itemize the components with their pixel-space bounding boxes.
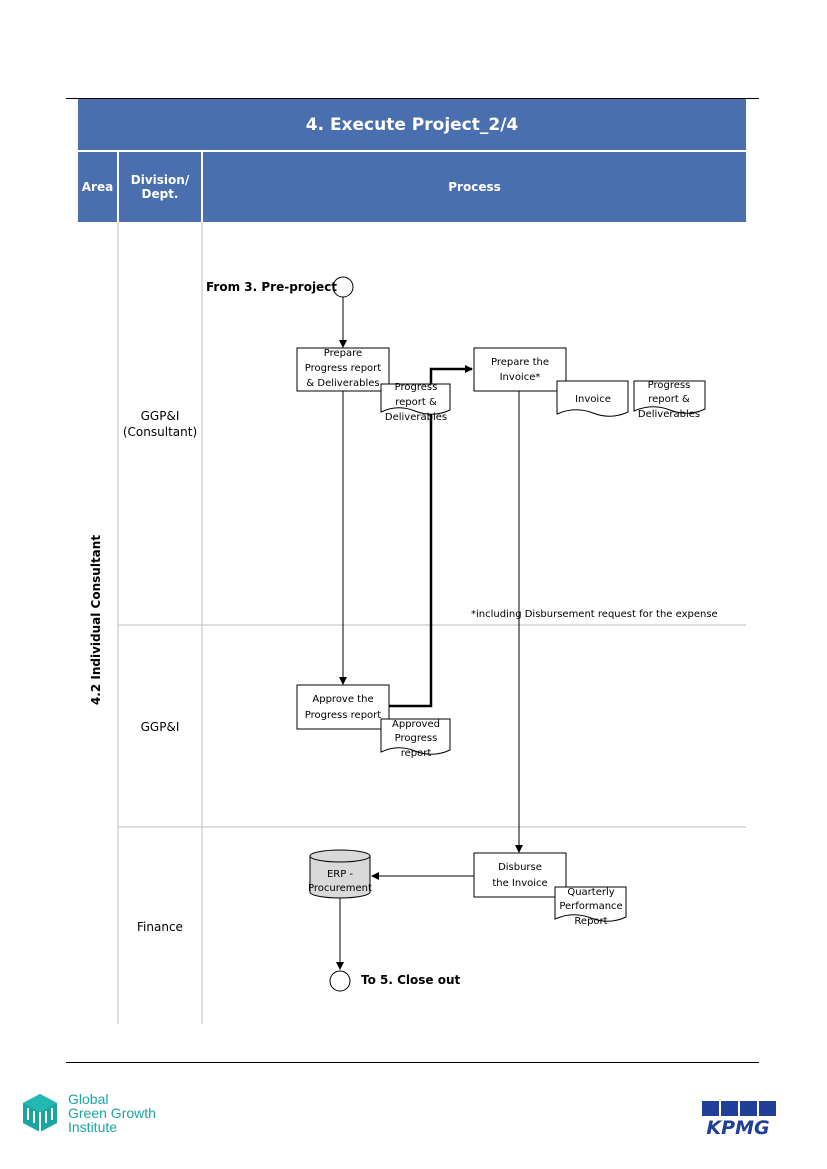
- svg-text:Prepare: Prepare: [324, 348, 362, 359]
- ggg-line3: Institute: [68, 1119, 118, 1135]
- arrow-approve-to-invoice: [389, 365, 473, 708]
- doc-progress-deliverables-2: Progress report & Deliverables: [633, 380, 706, 420]
- ggg-logo: Global Green Growth Institute: [20, 1092, 156, 1134]
- header-area: Area: [78, 152, 117, 222]
- svg-text:Report: Report: [574, 916, 607, 927]
- svg-text:KPMG: KPMG: [706, 1117, 769, 1137]
- svg-text:Approved: Approved: [392, 719, 440, 730]
- svg-text:Deliverables: Deliverables: [638, 409, 700, 420]
- doc-quarterly-report: Quarterly Performance Report: [554, 886, 627, 927]
- start-event: [332, 276, 354, 298]
- svg-text:Progress: Progress: [395, 382, 438, 393]
- doc-invoice: Invoice: [556, 380, 629, 417]
- svg-text:ERP -: ERP -: [327, 869, 353, 880]
- end-label: To 5. Close out: [361, 973, 461, 987]
- svg-text:Invoice*: Invoice*: [500, 372, 541, 383]
- task-prepare-invoice: Prepare the Invoice*: [473, 347, 567, 392]
- task-approve-progress-report: Approve the Progress report: [296, 684, 390, 730]
- page-title: 4. Execute Project_2/4: [78, 99, 746, 150]
- svg-text:Quarterly: Quarterly: [567, 887, 614, 898]
- connectors: [336, 297, 523, 970]
- doc-approved-progress-report: Approved Progress report: [380, 718, 451, 759]
- task-disburse-invoice: Disburse the Invoice: [473, 852, 567, 898]
- doc-progress-deliverables: Progress report & Deliverables: [380, 382, 451, 423]
- header-division: Division/ Dept.: [119, 152, 201, 222]
- lane-consultant-line2: (Consultant): [122, 425, 198, 439]
- ggg-wordmark: Global Green Growth Institute: [68, 1092, 156, 1134]
- kpmg-logo: KPMG: [702, 1101, 776, 1137]
- svg-text:Procurement: Procurement: [308, 883, 372, 894]
- bottom-rule: [66, 1062, 759, 1063]
- lane-finance-label: Finance: [119, 919, 201, 935]
- ggg-cube-icon: [23, 1094, 57, 1132]
- svg-text:Progress report: Progress report: [305, 710, 381, 721]
- task-prepare-progress-report: Prepare Progress report & Deliverables: [296, 347, 390, 392]
- start-label: From 3. Pre-project: [206, 280, 337, 294]
- end-event: [329, 970, 351, 992]
- ggg-line2: Green Growth: [68, 1105, 156, 1121]
- lane-consultant-line1: GGP&I: [140, 409, 180, 423]
- svg-text:Progress: Progress: [648, 380, 691, 391]
- svg-text:Deliverables: Deliverables: [385, 412, 447, 423]
- svg-text:Prepare the: Prepare the: [491, 357, 549, 368]
- lane-ggpi-label: GGP&I: [119, 719, 201, 735]
- svg-text:Progress: Progress: [395, 733, 438, 744]
- svg-text:& Deliverables: & Deliverables: [306, 378, 379, 389]
- svg-text:report: report: [401, 748, 432, 759]
- svg-text:Progress report: Progress report: [305, 363, 381, 374]
- svg-text:Invoice: Invoice: [575, 394, 611, 405]
- erp-database-icon: ERP - Procurement: [308, 849, 372, 899]
- lane-consultant-label: GGP&I (Consultant): [119, 408, 201, 440]
- svg-text:report &: report &: [395, 397, 437, 408]
- ggg-line1: Global: [68, 1091, 109, 1107]
- lane-finance-line1: Finance: [137, 920, 183, 934]
- header-division-line1: Division/: [130, 173, 190, 187]
- svg-text:Approve the: Approve the: [312, 694, 373, 705]
- header-process: Process: [203, 152, 746, 222]
- svg-text:the Invoice: the Invoice: [492, 878, 547, 889]
- svg-text:Disburse: Disburse: [498, 862, 542, 873]
- svg-text:report &: report &: [648, 394, 690, 405]
- top-rule: [66, 98, 759, 99]
- lane-ggpi-line1: GGP&I: [140, 720, 180, 734]
- invoice-footnote: *including Disbursement request for the …: [471, 609, 718, 620]
- header-division-line2: Dept.: [141, 187, 179, 201]
- svg-text:Performance: Performance: [559, 901, 622, 912]
